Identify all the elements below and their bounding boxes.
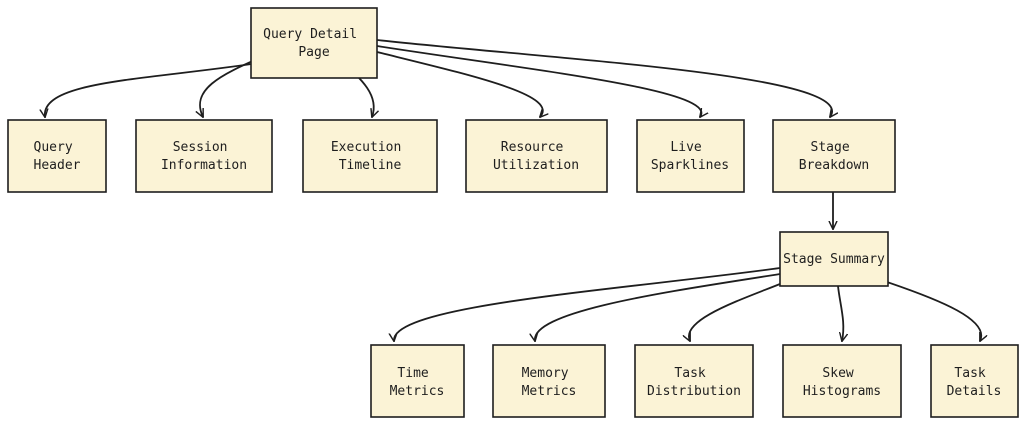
node-box [782,344,902,418]
edges [45,39,981,341]
node-box [250,7,378,79]
node-box [930,344,1019,418]
node-box [492,344,606,418]
node-box [302,119,438,193]
node-resource-utilization: Resource Utilization [465,119,608,193]
node-label: Task Distribution [647,366,741,399]
node-memory-metrics: Memory Metrics [492,344,606,418]
node-task-details: Task Details [930,344,1019,418]
node-execution-timeline: Execution Timeline [302,119,438,193]
edge-query-detail-page-to-session-information [200,56,263,117]
node-label: Task Details [947,366,1002,399]
node-task-distribution: Task Distribution [634,344,754,418]
node-label: Skew Histograms [803,366,881,399]
node-skew-histograms: Skew Histograms [782,344,902,418]
node-box [772,119,896,193]
node-query-detail-page: Query Detail Page [250,7,378,79]
edge-stage-summary-to-task-distribution [689,283,781,341]
node-live-sparklines: Live Sparklines [636,119,745,193]
node-stage-breakdown: Stage Breakdown [772,119,896,193]
edge-stage-summary-to-memory-metrics [535,273,781,341]
node-label: Time Metrics [390,366,445,399]
node-box [465,119,608,193]
node-label: Memory Metrics [522,366,577,399]
node-box [135,119,273,193]
node-label: Session Information [161,140,247,173]
node-label: Stage Breakdown [799,140,869,173]
node-stage-summary: Stage Summary [779,231,889,287]
node-box [7,119,107,193]
node-box [370,344,465,418]
edge-query-detail-page-to-query-header [45,61,266,117]
edge-query-detail-page-to-live-sparklines [376,45,701,117]
node-box [634,344,754,418]
node-label: Execution Timeline [331,140,409,173]
node-query-header: Query Header [7,119,107,193]
edge-stage-summary-to-skew-histograms [837,285,843,341]
node-time-metrics: Time Metrics [370,344,465,418]
edge-query-detail-page-to-stage-breakdown [376,39,832,117]
edge-stage-summary-to-task-details [886,281,981,341]
node-label: Stage Summary [783,252,885,267]
node-label: Query Header [34,140,81,173]
node-box [636,119,745,193]
node-label: Resource Utilization [493,140,579,173]
node-session-information: Session Information [135,119,273,193]
node-label: Query Detail Page [263,27,365,60]
node-label: Live Sparklines [651,140,729,173]
edge-stage-summary-to-time-metrics [394,267,781,341]
node-box [779,231,889,287]
edge-query-detail-page-to-resource-utilization [376,51,543,117]
